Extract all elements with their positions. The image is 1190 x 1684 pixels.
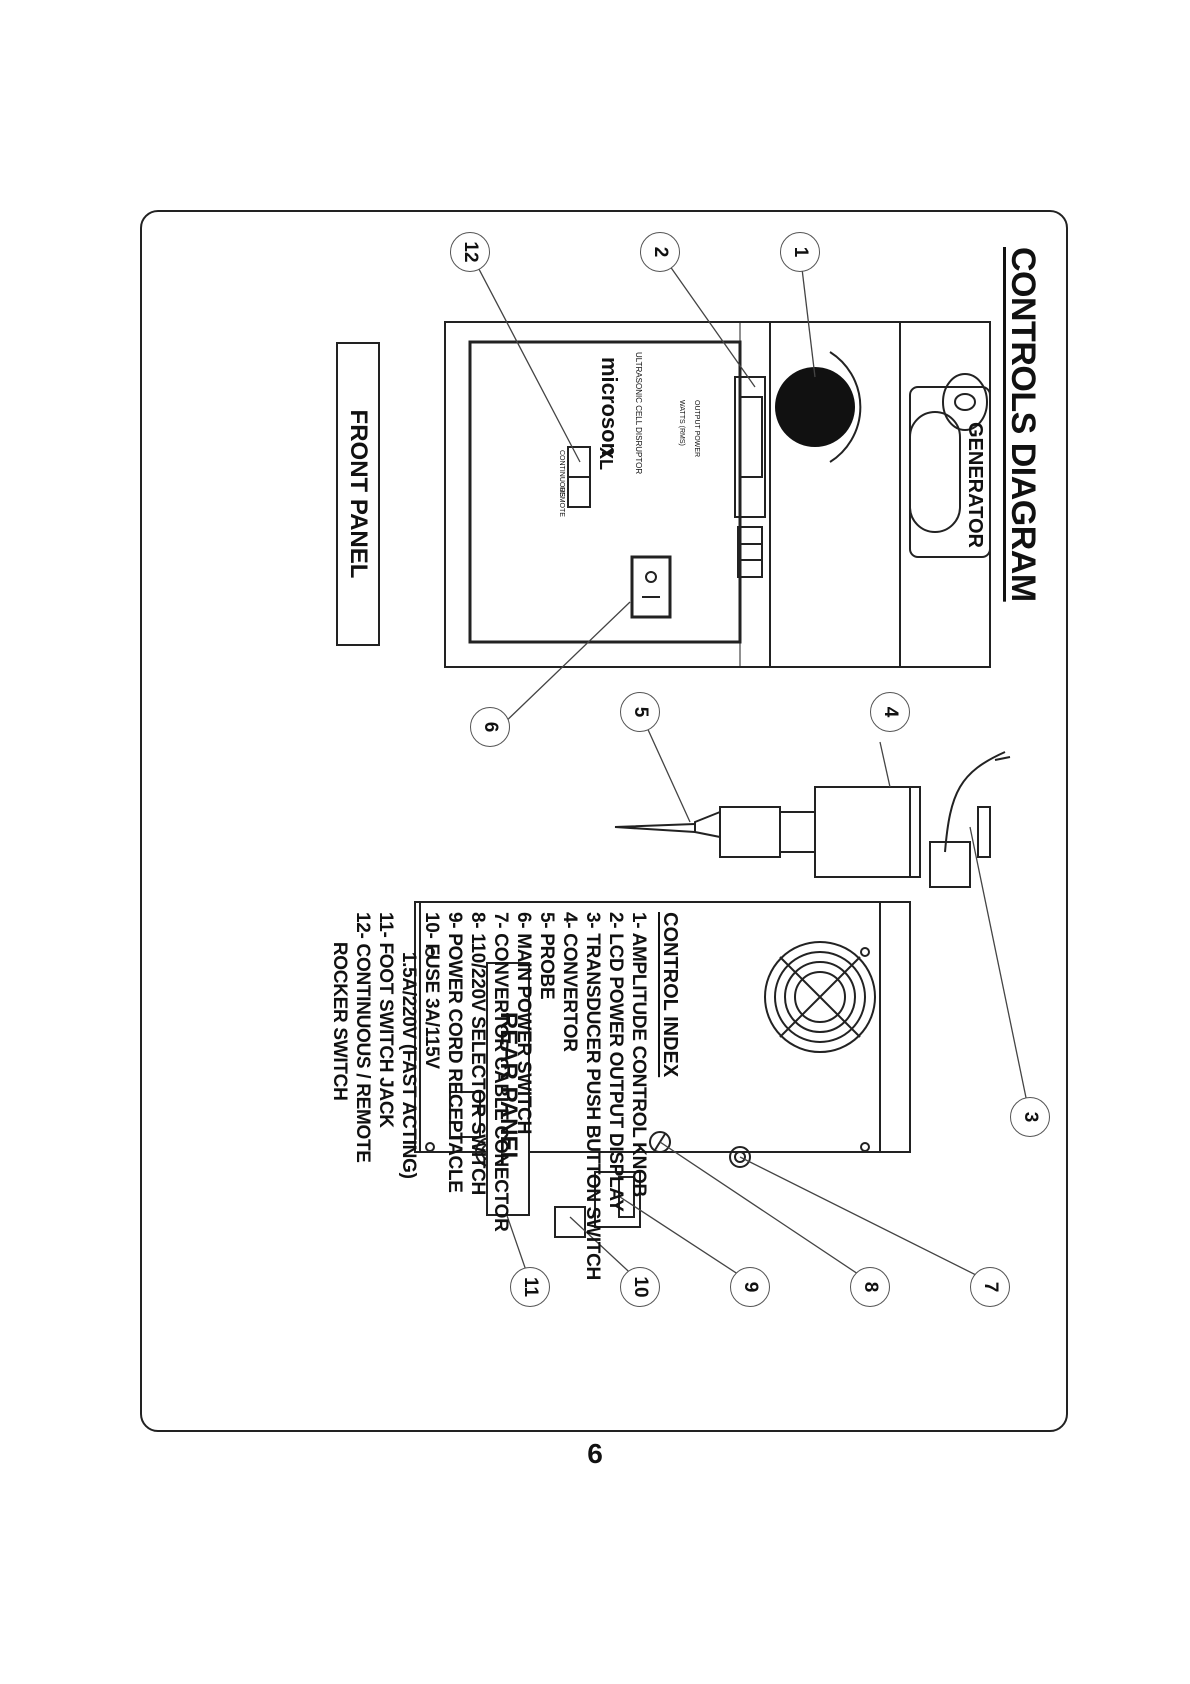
front-panel-frame [468, 340, 742, 644]
rotated-diagram: CONTROLS DIAGRAM GENERATOR FRONT PANEL R… [142, 212, 1070, 1434]
callout-3: 3 [1010, 1097, 1050, 1137]
control-index-item: 1.5A/220V (FAST ACTING) [398, 912, 419, 1179]
callout-7: 7 [970, 1267, 1010, 1307]
control-index-item: 3- TRANSDUCER PUSH BUTTON SWITCH [582, 912, 603, 1280]
callout-12: 12 [450, 232, 490, 272]
model-logo: XL [596, 447, 616, 471]
callout-11: 11 [510, 1267, 550, 1307]
callout-1: 1 [780, 232, 820, 272]
convertor-probe [614, 751, 1011, 888]
device-tagline: ULTRASONIC CELL DISRUPTOR [634, 352, 643, 475]
generator-body [444, 321, 991, 668]
control-index-item: ROCKER SWITCH [329, 912, 350, 1101]
display-label-watts: WATTS (RMS) [678, 400, 685, 446]
control-index-item: 2- LCD POWER OUTPUT DISPLAY [605, 912, 626, 1212]
control-index-list: 1- AMPLITUDE CONTROL KNOB 2- LCD POWER O… [328, 912, 650, 1280]
diagram-frame: CONTROLS DIAGRAM GENERATOR FRONT PANEL R… [140, 210, 1068, 1432]
page-number: 6 [587, 1438, 603, 1469]
control-index-item: 6- MAIN POWER SWITCH [513, 912, 534, 1134]
control-index-item: 12- CONTINUOUS / REMOTE [352, 912, 373, 1163]
callout-10: 10 [620, 1267, 660, 1307]
page-title: CONTROLS DIAGRAM [1004, 247, 1042, 602]
display-label-output-power: OUTPUT POWER [693, 400, 700, 458]
control-index-item: 1- AMPLITUDE CONTROL KNOB [628, 912, 649, 1197]
callout-9: 9 [730, 1267, 770, 1307]
callout-2: 2 [640, 232, 680, 272]
callout-6: 6 [470, 707, 510, 747]
control-index-item: 5- PROBE [536, 912, 557, 1000]
switch-label-remote: REMOTE [558, 487, 565, 517]
brand-logo: microson [597, 357, 622, 457]
callout-5: 5 [620, 692, 660, 732]
callout-4: 4 [870, 692, 910, 732]
generator-label: GENERATOR [964, 422, 986, 548]
control-index-item: 10- FUSE 3A/115V [421, 912, 442, 1069]
callout-8: 8 [850, 1267, 890, 1307]
control-index-item: 8- 110/220V SELECTOR SWITCH [467, 912, 488, 1195]
control-index-item: 9- POWER CORD RECEPTACLE [444, 912, 465, 1193]
control-index-item: 4- CONVERTOR [559, 912, 580, 1052]
control-index-item: 11- FOOT SWITCH JACK [375, 912, 396, 1128]
front-panel-label: FRONT PANEL [336, 342, 380, 646]
control-index-item: 7- CONVERTOR CABLE CONECTOR [490, 912, 511, 1232]
control-index-heading: CONTROL INDEX [659, 912, 681, 1078]
amplitude-knob [775, 367, 855, 447]
